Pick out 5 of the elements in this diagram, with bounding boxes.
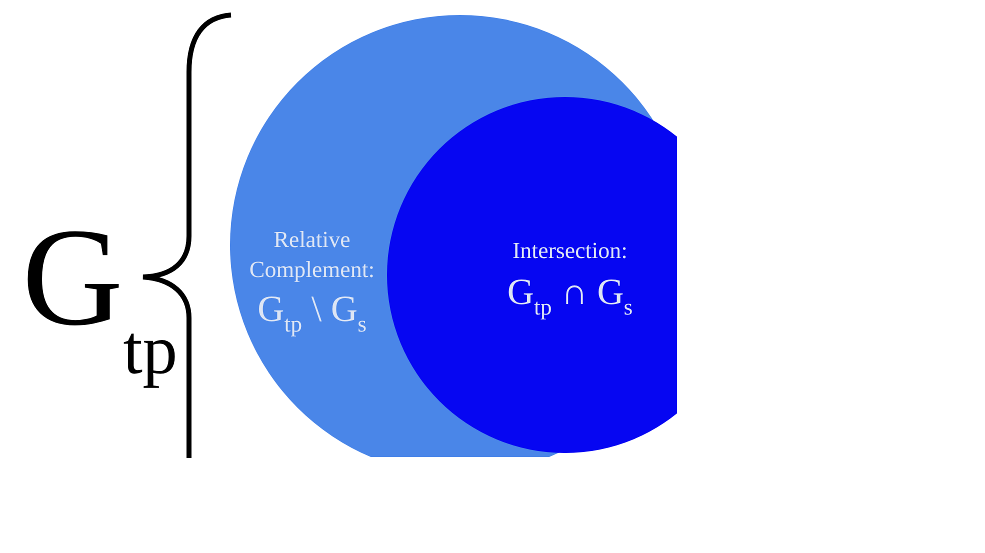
region-title: Intersection:	[512, 237, 628, 265]
set-label: G$_{tp}$	[21, 204, 179, 391]
set-formula: G$_{tp}$ ∩ G$_{s}$	[506, 271, 634, 322]
set-formula: G$_{tp}$ \ G$_{s}$	[256, 288, 368, 338]
region-title: Relative Complement:	[248, 226, 376, 284]
